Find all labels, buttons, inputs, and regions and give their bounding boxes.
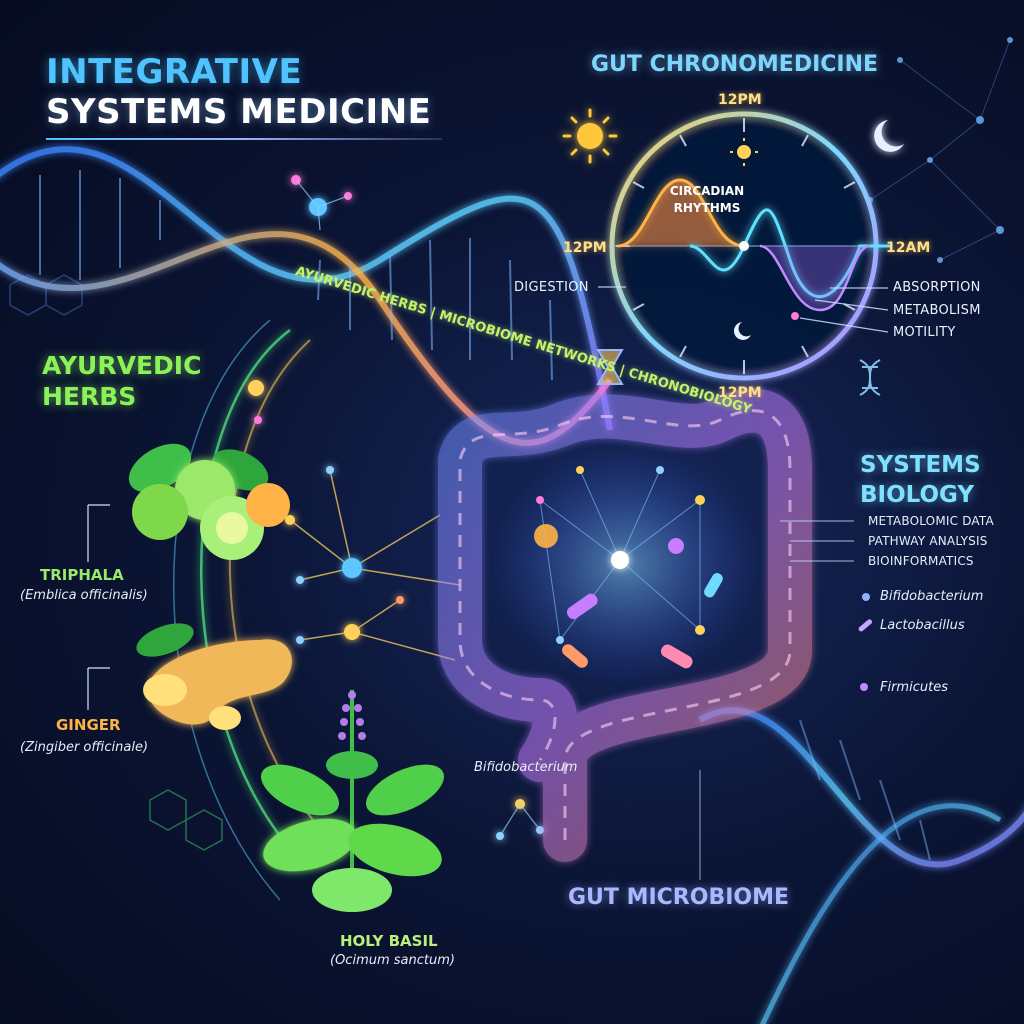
holy-basil-name: HOLY BASIL <box>340 932 438 950</box>
herb-network-links <box>289 469 461 661</box>
moon-icon <box>874 120 904 152</box>
clock-label-right: 12AM <box>886 240 931 256</box>
triphala-name: TRIPHALA <box>40 566 124 584</box>
dna-helix-upper <box>0 146 613 446</box>
digestion-label: DIGESTION <box>514 280 589 295</box>
pathway-analysis-label: PATHWAY ANALYSIS <box>868 534 988 548</box>
title-line-2: SYSTEMS MEDICINE <box>46 92 432 132</box>
bacteria-legend-icons <box>858 593 873 691</box>
holy-basil-latin: (Ocimum sanctum) <box>330 953 455 968</box>
ayurvedic-heading-line-2: HERBS <box>42 382 137 411</box>
bioinformatics-label: BIOINFORMATICS <box>868 554 974 568</box>
chrono-heading: GUT CHRONOMEDICINE <box>591 52 879 77</box>
ayurvedic-heading-line-1: AYURVEDIC <box>42 351 202 380</box>
molecule-hex-green <box>149 789 223 851</box>
lactobacillus-legend: Lactobacillus <box>880 618 965 633</box>
gut-colon <box>438 388 812 862</box>
network-nodes <box>248 175 544 840</box>
absorption-label: ABSORPTION <box>893 280 981 295</box>
dna-icon <box>859 359 881 396</box>
systems-connectors <box>780 520 854 562</box>
ginger-illustration <box>136 623 292 730</box>
microbiome-network <box>539 469 701 641</box>
circadian-rhythms-label: CIRCADIAN RHYTHMS <box>669 184 745 215</box>
molecule-hex-left <box>9 274 83 316</box>
circadian-clock <box>609 111 890 381</box>
sun-small-icon <box>730 138 758 166</box>
dna-helix-lower <box>698 707 1024 1024</box>
clock-connectors <box>598 286 889 333</box>
title-line-1: INTEGRATIVE <box>46 52 303 92</box>
triphala-latin: (Emblica officinalis) <box>20 588 148 603</box>
network-constellation <box>869 39 1011 261</box>
clock-label-bottom: 12PM <box>718 385 762 401</box>
clock-label-left: 12PM <box>563 240 607 256</box>
systems-biology-line-2: BIOLOGY <box>860 482 975 508</box>
gut-microbiome-heading: GUT MICROBIOME <box>568 885 790 910</box>
hourglass-icon <box>596 349 624 385</box>
holy-basil-illustration <box>261 690 444 912</box>
motility-label: MOTILITY <box>893 325 956 340</box>
moon-small-icon <box>733 322 751 340</box>
firmicutes-legend: Firmicutes <box>880 680 948 695</box>
metabolomic-data-label: METABOLOMIC DATA <box>868 514 994 528</box>
ginger-name: GINGER <box>56 716 121 734</box>
gut-bifidobacterium-label: Bifidobacterium <box>474 760 578 775</box>
bacteria-cluster <box>534 466 723 669</box>
systems-biology-line-1: SYSTEMS <box>860 452 981 478</box>
ginger-latin: (Zingiber officinale) <box>20 740 149 755</box>
sun-icon <box>562 108 618 164</box>
systems-biology-heading: SYSTEMS BIOLOGY <box>860 450 981 510</box>
ayurvedic-heading: AYURVEDIC HERBS <box>42 350 201 412</box>
title-underline <box>46 138 442 140</box>
bifidobacterium-legend: Bifidobacterium <box>880 589 984 604</box>
clock-label-top: 12PM <box>718 92 762 108</box>
triphala-illustration <box>128 443 290 560</box>
metabolism-label: METABOLISM <box>893 303 981 318</box>
